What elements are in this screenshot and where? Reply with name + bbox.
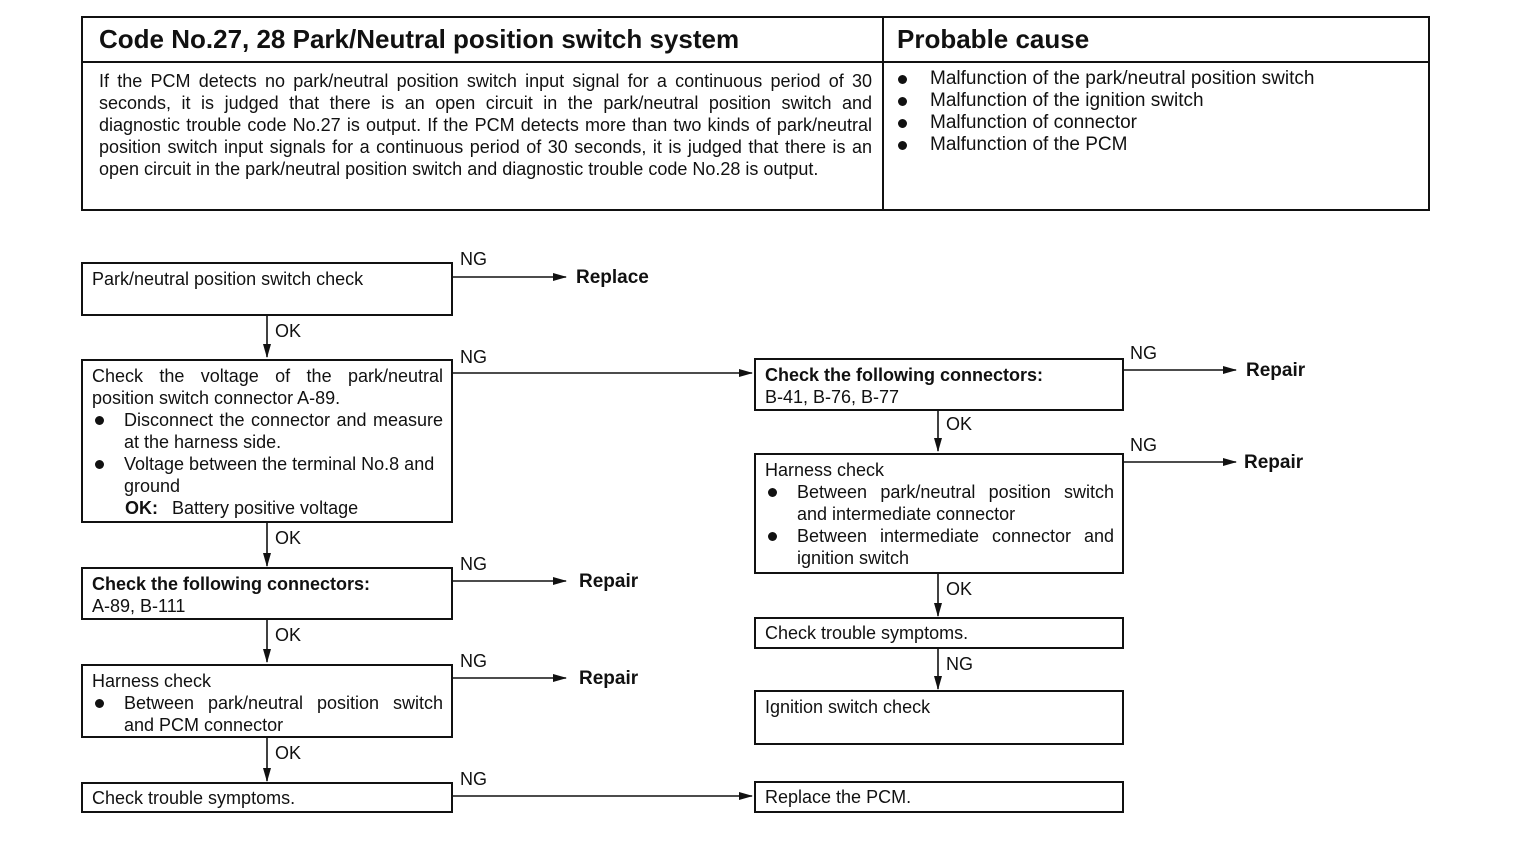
ng-label: NG <box>946 654 973 674</box>
probable-cause-list: Malfunction of the park/neutral position… <box>897 68 1314 156</box>
ng-label: NG <box>460 769 487 789</box>
ok-criteria: OK:Battery positive voltage <box>125 498 359 518</box>
step-bullet: Between park/neutral position switch and… <box>765 481 1114 525</box>
step-bullet: Between intermediate connector and ignit… <box>765 525 1114 569</box>
bullet-icon <box>768 488 777 497</box>
ok-label: OK <box>275 528 302 548</box>
action-repair: Repair <box>1246 360 1306 381</box>
action-repair: Repair <box>579 668 639 689</box>
flow-step-connector-check-a89: Check the following connectors: A-89, B-… <box>81 567 453 620</box>
code-table <box>81 16 1430 211</box>
step-bullet: Between park/neutral position switch and… <box>92 692 443 736</box>
bullet-icon <box>768 532 777 541</box>
flow-step-harness-check-pcm: Harness check Between park/neutral posit… <box>81 664 453 738</box>
flow-step-replace-pcm: Replace the PCM. <box>754 781 1124 813</box>
flow-step-ignition-switch-check: Ignition switch check <box>754 690 1124 745</box>
step-bullet: Voltage between the terminal No.8 and gr… <box>92 453 443 497</box>
ng-label: NG <box>460 554 487 574</box>
bullet-icon <box>898 141 907 150</box>
probable-cause-title: Probable cause <box>897 24 1090 54</box>
flow-step-trouble-symptoms-right: Check trouble symptoms. <box>754 617 1124 649</box>
cause-item: Malfunction of the park/neutral position… <box>897 68 1314 90</box>
ng-label: NG <box>1130 435 1157 455</box>
action-replace: Replace <box>576 267 649 288</box>
action-repair: Repair <box>1244 452 1304 473</box>
flow-step-trouble-symptoms: Check trouble symptoms. <box>81 782 453 813</box>
step-bullet: Disconnect the connector and measure at … <box>92 409 443 453</box>
cause-item: Malfunction of the ignition switch <box>897 90 1314 112</box>
flow-step-voltage-check: Check the voltage of the park/neutral po… <box>81 359 453 523</box>
ng-label: NG <box>460 651 487 671</box>
table-divider <box>882 16 884 211</box>
bullet-icon <box>898 75 907 84</box>
bullet-icon <box>898 97 907 106</box>
flow-step-harness-check-ignition: Harness check Between park/neutral posit… <box>754 453 1124 574</box>
ng-label: NG <box>460 249 487 269</box>
bullet-icon <box>95 460 104 469</box>
ok-label: OK <box>275 743 302 763</box>
bullet-icon <box>898 119 907 128</box>
flow-step-switch-check: Park/neutral position switch check <box>81 262 453 316</box>
bullet-icon <box>95 416 104 425</box>
ok-label: OK <box>275 625 302 645</box>
flow-step-connector-check-b41: Check the following connectors: B-41, B-… <box>754 358 1124 411</box>
ok-label: OK <box>275 321 302 341</box>
ng-label: NG <box>460 347 487 367</box>
ng-label: NG <box>1130 343 1157 363</box>
code-title: Code No.27, 28 Park/Neutral position swi… <box>99 24 740 54</box>
action-repair: Repair <box>579 571 639 592</box>
ok-label: OK <box>946 414 973 434</box>
cause-item: Malfunction of connector <box>897 112 1314 134</box>
table-header-rule <box>81 61 1430 63</box>
bullet-icon <box>95 699 104 708</box>
code-description: If the PCM detects no park/neutral posit… <box>99 71 872 179</box>
ok-label: OK <box>946 579 973 599</box>
cause-item: Malfunction of the PCM <box>897 134 1314 156</box>
